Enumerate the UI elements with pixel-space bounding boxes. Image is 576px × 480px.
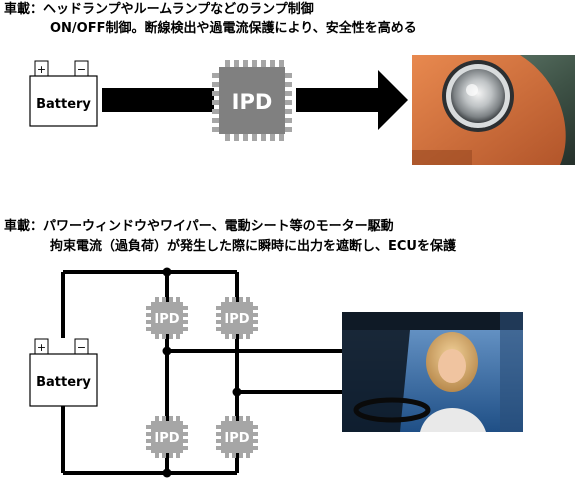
arrow-head bbox=[378, 70, 408, 130]
ipd-chip-small-body bbox=[221, 421, 253, 453]
ipd-chip-small-label: IPD bbox=[224, 312, 249, 327]
battery-2-minus-sign: − bbox=[77, 341, 86, 354]
ipd-chip-small-4: IPD bbox=[216, 416, 258, 458]
ipd-chip-1-pin bbox=[234, 60, 239, 67]
ipd-chip-small-3: IPD bbox=[146, 416, 188, 458]
ipd-chip-1-pin bbox=[285, 109, 292, 114]
battery-1-minus-sign: − bbox=[77, 63, 86, 76]
ipd-chip-1-pin bbox=[285, 91, 292, 96]
circuit-wires bbox=[61, 270, 345, 475]
battery-1-label: Battery bbox=[36, 97, 91, 112]
ipd-chip-1-pin bbox=[285, 118, 292, 123]
section1-caption-line2: ON/OFF制御。断線検出や過電流保護により、安全性を高める bbox=[50, 21, 417, 36]
ipd-chip-1-pin bbox=[212, 91, 219, 96]
ipd-chip-1-pin bbox=[212, 127, 219, 132]
section2-caption-line1: 車載：パワーウィンドウやワイパー、電動シート等のモーター駆動 bbox=[4, 219, 394, 234]
ipd-chip-1-pin bbox=[212, 100, 219, 105]
ipd-chip-1-pin bbox=[212, 118, 219, 123]
ipd-chip-small-body bbox=[151, 421, 183, 453]
ipd-chip-small-2: IPD bbox=[216, 297, 258, 339]
ipd-chip-1-pin bbox=[261, 134, 266, 141]
ipd-chip-1-pin bbox=[270, 60, 275, 67]
ipd-chip-1-pin bbox=[285, 73, 292, 78]
ipd-chip-1-label: IPD bbox=[232, 90, 273, 114]
car-headlamp-photo bbox=[412, 55, 575, 165]
battery-2: + − Battery bbox=[29, 338, 98, 407]
battery-1-body bbox=[29, 75, 98, 127]
h-bridge-ipd-chips: IPD IPD IPD IPD bbox=[146, 297, 258, 458]
section2-caption-line2: 拘束電流（過負荷）が発生した際に瞬時に出力を遮断し、ECUを保護 bbox=[50, 239, 456, 254]
battery-2-body bbox=[29, 353, 98, 407]
ipd-chip-small-body bbox=[151, 302, 183, 334]
ipd-chip-small-label: IPD bbox=[224, 431, 249, 446]
ipd-chip-1-pin bbox=[212, 73, 219, 78]
ipd-chip-small-body bbox=[221, 302, 253, 334]
ipd-chip-1-pin bbox=[279, 134, 284, 141]
power-bar-left bbox=[102, 88, 214, 112]
junction-dots bbox=[162, 267, 242, 478]
power-bar-right bbox=[296, 88, 378, 112]
ipd-chip-1-pin bbox=[285, 82, 292, 87]
ipd-chip-1-pin bbox=[261, 60, 266, 67]
ipd-chip-1-pin bbox=[212, 109, 219, 114]
battery-2-plus-sign: + bbox=[37, 341, 46, 354]
ipd-chip-small-label: IPD bbox=[154, 431, 179, 446]
battery-2-label: Battery bbox=[36, 375, 91, 390]
ipd-chip-1-pin bbox=[225, 134, 230, 141]
ipd-chip-1-pin bbox=[234, 134, 239, 141]
output-arrow bbox=[296, 70, 408, 130]
ipd-chip-1-pin bbox=[279, 60, 284, 67]
ipd-chip-1-pin bbox=[212, 82, 219, 87]
ipd-chip-small-1: IPD bbox=[146, 297, 188, 339]
ipd-chip-1-pin bbox=[252, 60, 257, 67]
ipd-chip-1-body bbox=[219, 67, 285, 134]
ipd-chip-1-pin bbox=[285, 100, 292, 105]
ipd-chip-1-pin bbox=[252, 134, 257, 141]
woman-driving-photo bbox=[342, 312, 523, 432]
ipd-chip-1: IPD bbox=[212, 60, 292, 141]
ipd-chip-small-label: IPD bbox=[154, 312, 179, 327]
section1-caption-line1: 車載：ヘッドランプやルームランプなどのランプ制御 bbox=[4, 2, 314, 17]
ipd-chip-1-pin bbox=[270, 134, 275, 141]
ipd-chip-1-pin bbox=[225, 60, 230, 67]
battery-1-plus-sign: + bbox=[37, 63, 46, 76]
ipd-chip-1-pin bbox=[243, 60, 248, 67]
ipd-chip-1-pin bbox=[285, 127, 292, 132]
ipd-chip-1-pin bbox=[243, 134, 248, 141]
battery-1: + − Battery bbox=[29, 60, 98, 127]
